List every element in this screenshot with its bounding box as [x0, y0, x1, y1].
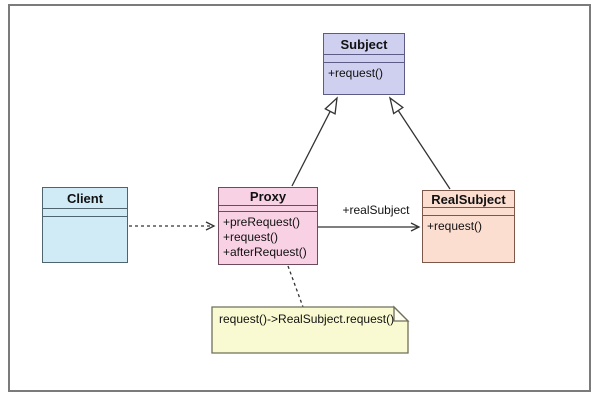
- class-methods-client: [43, 217, 127, 262]
- method-item: +request(): [223, 230, 279, 244]
- class-box-subject: Subject +request(): [323, 33, 405, 95]
- class-attributes-client: [43, 209, 127, 217]
- class-title-proxy: Proxy: [219, 188, 317, 206]
- class-methods-proxy: +preRequest() +request() +afterRequest(): [219, 212, 317, 264]
- class-methods-subject: +request(): [324, 63, 404, 94]
- class-attributes-realsubject: [423, 208, 514, 216]
- class-methods-realsubject: +request(): [423, 216, 514, 262]
- class-title-client: Client: [43, 188, 127, 209]
- method-item: +request(): [427, 219, 483, 233]
- class-box-proxy: Proxy +preRequest() +request() +afterReq…: [218, 187, 318, 265]
- class-title-realsubject: RealSubject: [423, 191, 514, 208]
- association-label-realsubject: +realSubject: [342, 203, 410, 217]
- note-text: request()->RealSubject.request(): [219, 312, 395, 326]
- method-item: +request(): [328, 66, 384, 80]
- class-box-realsubject: RealSubject +request(): [422, 190, 515, 263]
- method-item: +preRequest(): [223, 215, 301, 229]
- class-title-subject: Subject: [324, 34, 404, 55]
- class-attributes-proxy: [219, 206, 317, 212]
- class-attributes-subject: [324, 55, 404, 63]
- method-item: +afterRequest(): [223, 245, 307, 259]
- class-box-client: Client: [42, 187, 128, 263]
